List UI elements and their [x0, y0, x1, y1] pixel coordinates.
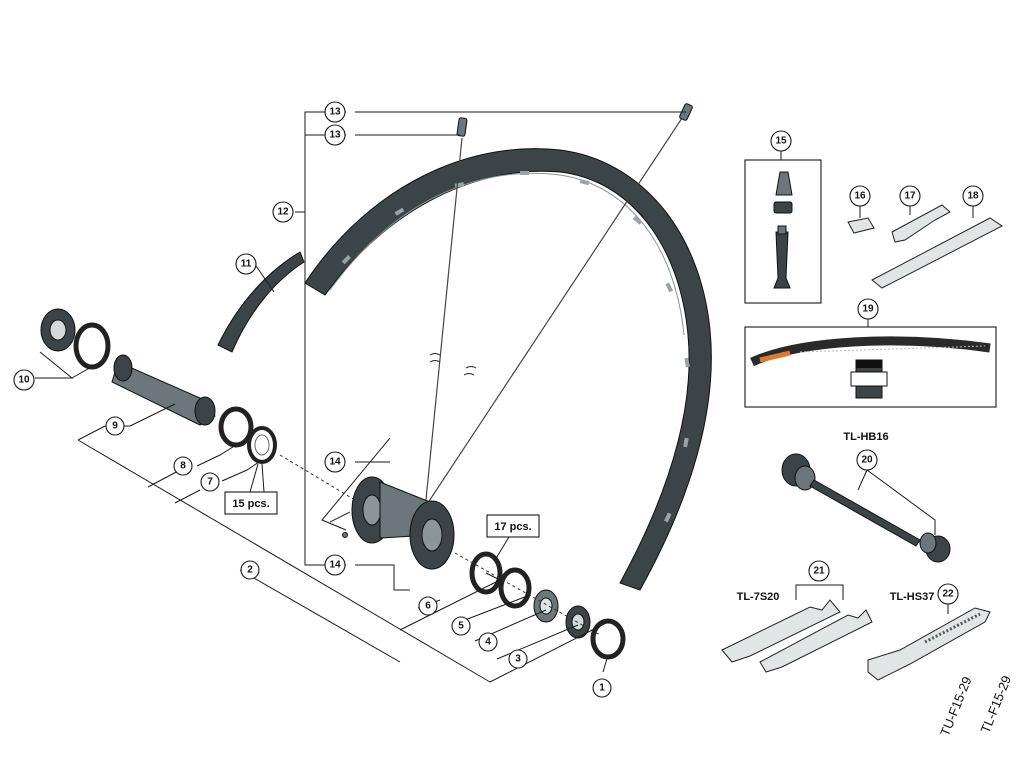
- callout-12: 12: [272, 201, 294, 223]
- callout-12-text: 12: [277, 207, 289, 218]
- callout-4-text: 4: [485, 637, 491, 648]
- callout-11: 11: [235, 253, 257, 275]
- callout-19: 19: [857, 298, 879, 320]
- qty-box-15: 15 pcs.: [224, 491, 278, 515]
- callout-13a: 13: [324, 101, 346, 123]
- callout-9-text: 9: [112, 421, 118, 432]
- callout-14a-text: 14: [329, 457, 341, 468]
- callouts: 1 2 3 4 5 6 7 8 9 10 11 12 13 13 14: [13, 101, 984, 698]
- hub-body: [329, 476, 455, 570]
- callout-16: 16: [849, 185, 871, 207]
- tl-7s20-label: TL-7S20: [737, 591, 780, 603]
- qty-15-text: 15 pcs.: [232, 498, 269, 510]
- leader-lines: [35, 111, 686, 683]
- callout-1-text: 1: [599, 683, 605, 694]
- callout-5-text: 5: [458, 621, 464, 632]
- callout-21-text: 21: [813, 566, 825, 577]
- callout-3-text: 3: [515, 654, 521, 665]
- callout-20: 20: [856, 449, 878, 471]
- tool-tl-7s20: TL-7S20: [721, 584, 873, 673]
- callout-10-text: 10: [18, 375, 30, 386]
- callout-13b: 13: [324, 124, 346, 146]
- callout-7-text: 7: [207, 477, 213, 488]
- callout-17: 17: [899, 185, 921, 207]
- callout-18-text: 18: [967, 191, 979, 202]
- callout-3: 3: [508, 649, 528, 669]
- callout-17-text: 17: [904, 191, 916, 202]
- spoke-wrench-tool: [891, 204, 951, 243]
- callout-14a: 14: [324, 451, 346, 473]
- qty-box-17: 17 pcs.: [486, 514, 540, 538]
- callout-13a-text: 13: [329, 107, 341, 118]
- callout-8-text: 8: [180, 461, 186, 472]
- callout-22-text: 22: [942, 589, 954, 600]
- rim-tape-patch: [847, 205, 875, 234]
- tape-strip: [871, 205, 1003, 289]
- callout-2-text: 2: [247, 565, 253, 576]
- callout-7: 7: [200, 472, 220, 492]
- callout-15-text: 15: [775, 136, 787, 147]
- tl-f15-label: TL-F15-29: [978, 673, 1015, 735]
- rim-tape-box: [744, 318, 997, 408]
- callout-9: 9: [105, 416, 125, 436]
- right-end-parts: [454, 551, 626, 660]
- tool-tl-hb16: TL-HB16: [781, 431, 951, 563]
- callout-2: 2: [240, 560, 260, 580]
- callout-6: 6: [418, 596, 438, 616]
- callout-8: 8: [173, 456, 193, 476]
- callout-4: 4: [478, 632, 498, 652]
- callout-19-text: 19: [862, 304, 874, 315]
- tu-f15-label: TU-F15-29: [937, 674, 974, 738]
- spokes: [409, 103, 693, 561]
- callout-20-text: 20: [861, 455, 873, 466]
- callout-14b-text: 14: [329, 560, 341, 571]
- callout-18: 18: [962, 185, 984, 207]
- callout-5: 5: [451, 616, 471, 636]
- callout-13b-text: 13: [329, 130, 341, 141]
- callout-6-text: 6: [425, 601, 431, 612]
- callout-14b: 14: [324, 554, 346, 576]
- callout-22: 22: [937, 583, 959, 605]
- rim-tape: [217, 251, 305, 353]
- qty-17-text: 17 pcs.: [494, 521, 531, 533]
- callout-15: 15: [770, 130, 792, 152]
- callout-1: 1: [592, 678, 612, 698]
- callout-21: 21: [808, 560, 830, 582]
- rotated-labels: TU-F15-29 TL-F15-29: [937, 673, 1014, 738]
- callout-16-text: 16: [854, 191, 866, 202]
- callout-11-text: 11: [241, 259, 252, 270]
- tl-hs37-label: TL-HS37: [890, 591, 935, 603]
- valve-box: [744, 150, 822, 304]
- left-end-parts: [40, 308, 356, 501]
- tool-tl-hs37: TL-HS37: [867, 591, 991, 681]
- tl-hb16-label: TL-HB16: [843, 431, 888, 443]
- callout-10: 10: [13, 369, 35, 391]
